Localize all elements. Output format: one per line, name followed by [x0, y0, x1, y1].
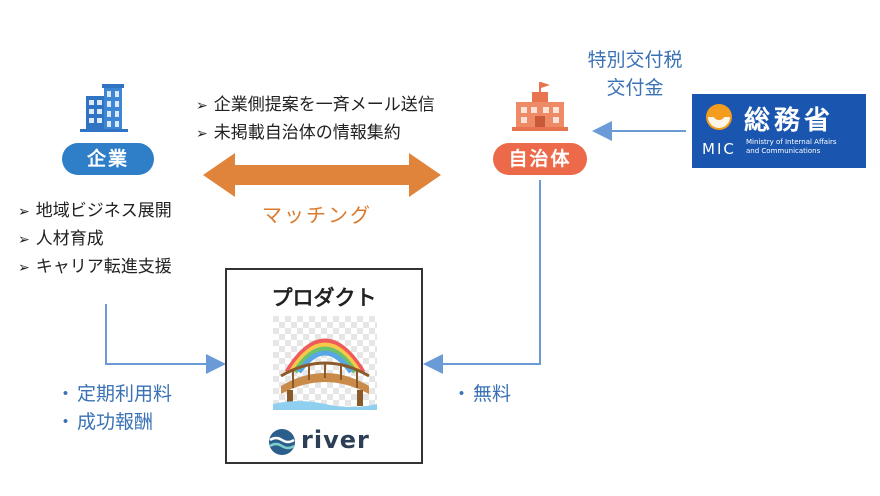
company-fees: 定期利用料 成功報酬	[56, 380, 172, 436]
grant-line1: 特別交付税	[587, 49, 683, 71]
grant-label: 特別交付税 交付金	[572, 46, 698, 102]
service-item: 未掲載自治体の情報集約	[196, 120, 435, 148]
company-payment-arrow	[105, 304, 226, 374]
activity-item: 人材育成	[18, 226, 172, 254]
company-badge: 企業	[62, 143, 154, 175]
municipality-fee: 無料	[452, 380, 511, 408]
matching-services: 企業側提案を一斉メール送信 未掲載自治体の情報集約	[196, 92, 435, 148]
municipality-usage-arrow	[423, 180, 541, 374]
mic-en-line1: Ministry of Internal Affairs	[746, 138, 837, 146]
fee-item: 無料	[452, 380, 511, 408]
fee-item: 定期利用料	[56, 380, 172, 408]
company-label: 企業	[86, 148, 129, 170]
mic-emblem-icon	[706, 104, 732, 130]
matching-double-arrow	[203, 153, 441, 197]
product-brand: river	[301, 426, 370, 454]
municipality-badge: 自治体	[493, 143, 587, 175]
mic-logo: 総務省 MIC Ministry of Internal Affairs and…	[692, 94, 866, 168]
mic-jp-name: 総務省	[744, 106, 835, 136]
mic-en-name: Ministry of Internal Affairs and Communi…	[746, 138, 837, 156]
matching-label: マッチング	[262, 203, 372, 227]
fee-item: 成功報酬	[56, 408, 172, 436]
activity-item: 地域ビジネス展開	[18, 198, 172, 226]
building-icon	[80, 84, 128, 132]
product-box: プロダクト river	[225, 268, 423, 464]
river-logo-icon	[269, 429, 295, 455]
grant-line2: 交付金	[606, 77, 664, 99]
bridge-illustration	[273, 316, 377, 410]
mic-en-line2: and Communications	[746, 147, 821, 155]
mic-abbr: MIC	[702, 140, 736, 158]
company-activities: 地域ビジネス展開 人材育成 キャリア転進支援	[18, 198, 172, 282]
product-title: プロダクト	[271, 286, 377, 310]
service-item: 企業側提案を一斉メール送信	[196, 92, 435, 120]
municipality-label: 自治体	[508, 148, 572, 170]
activity-item: キャリア転進支援	[18, 254, 172, 282]
school-building-icon	[512, 82, 568, 131]
